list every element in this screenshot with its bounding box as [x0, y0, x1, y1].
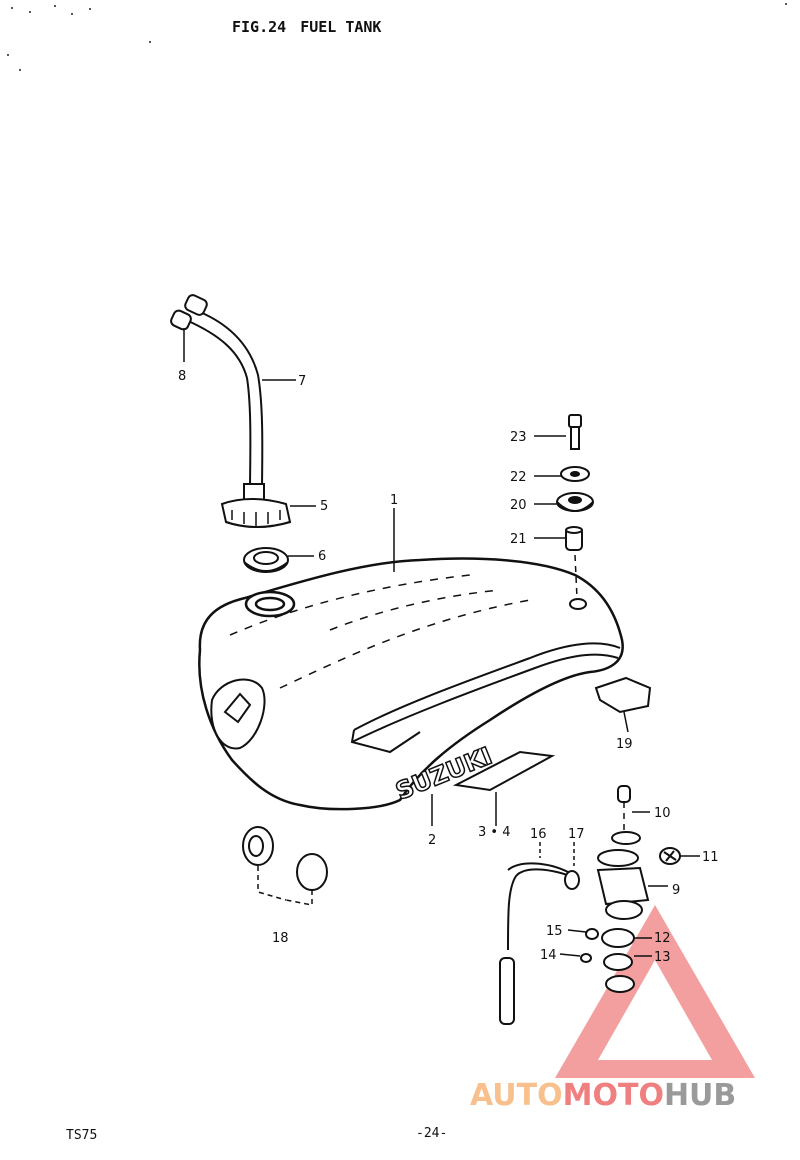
- mount-centerline: [574, 554, 578, 599]
- footer-model: TS75: [66, 1128, 98, 1143]
- callout-15: 15: [546, 924, 563, 939]
- fuel-cock-lever: [659, 847, 681, 865]
- fig-label: FIG.24: [232, 18, 287, 36]
- callout-12: 12: [654, 931, 671, 946]
- callout-9: 9: [672, 883, 680, 898]
- watermark-part3: HUB: [663, 1078, 737, 1113]
- callout-17: 17: [568, 827, 585, 842]
- callout-1: 1: [390, 493, 398, 508]
- callout-23: 23: [510, 430, 527, 445]
- watermark-part1: AUTO: [470, 1078, 563, 1113]
- tank-rear-pad: [594, 676, 652, 714]
- callout-22: 22: [510, 470, 527, 485]
- watermark-triangle: [555, 905, 755, 1078]
- callout-16: 16: [530, 827, 547, 842]
- fuel-hose: [499, 862, 577, 1025]
- callout-6: 6: [318, 549, 326, 564]
- tank-knee-recess: [210, 678, 266, 750]
- mount-washer: [560, 466, 590, 482]
- page-number: -24-: [416, 1126, 448, 1141]
- scan-speckles: [7, 3, 787, 71]
- callout-19: 19: [616, 737, 633, 752]
- mount-cushion: [556, 492, 594, 512]
- filler-neck: [244, 590, 296, 618]
- breather-hose-end: [170, 294, 208, 331]
- callout-7: 7: [298, 374, 306, 389]
- fuel-cap: [220, 483, 292, 528]
- callout-2: 2: [428, 833, 436, 848]
- callout-8: 8: [178, 369, 186, 384]
- hose-clip: [564, 870, 580, 890]
- fuel-tank-body: [198, 557, 624, 811]
- tank-inner-panel-line: [350, 642, 621, 754]
- fig-title: FUEL TANK: [300, 18, 382, 36]
- tank-dashed-contours: [229, 574, 531, 689]
- callout-14: 14: [540, 948, 557, 963]
- callout-11: 11: [702, 850, 719, 865]
- breather-hose: [185, 311, 264, 493]
- callout-18: 18: [272, 931, 289, 946]
- mount-collar: [565, 526, 583, 551]
- callout-3-4: 3 • 4: [478, 825, 510, 840]
- cap-gasket: [243, 547, 289, 573]
- watermark-part2: MOTO: [562, 1078, 664, 1113]
- callout-5: 5: [320, 499, 328, 514]
- tank-decal: [452, 750, 556, 792]
- callout-21: 21: [510, 532, 527, 547]
- front-cushions: [242, 826, 328, 891]
- watermark-logo: AUTOMOTOHUB: [470, 1078, 736, 1113]
- fuel-cock-assembly: [580, 785, 650, 993]
- front-cushion-leaders: [257, 866, 313, 906]
- callout-labels: 1 2 3 • 4 5 6 7 8 9 10 11 12 13 14 15 16…: [178, 369, 719, 965]
- mount-bolt: [568, 414, 582, 450]
- page-title: FIG.24 FUEL TANK: [232, 18, 395, 36]
- callout-13: 13: [654, 950, 671, 965]
- rear-mount-boss: [569, 598, 587, 610]
- callout-20: 20: [510, 498, 527, 513]
- callout-leaders: [183, 328, 700, 957]
- callout-10: 10: [654, 806, 671, 821]
